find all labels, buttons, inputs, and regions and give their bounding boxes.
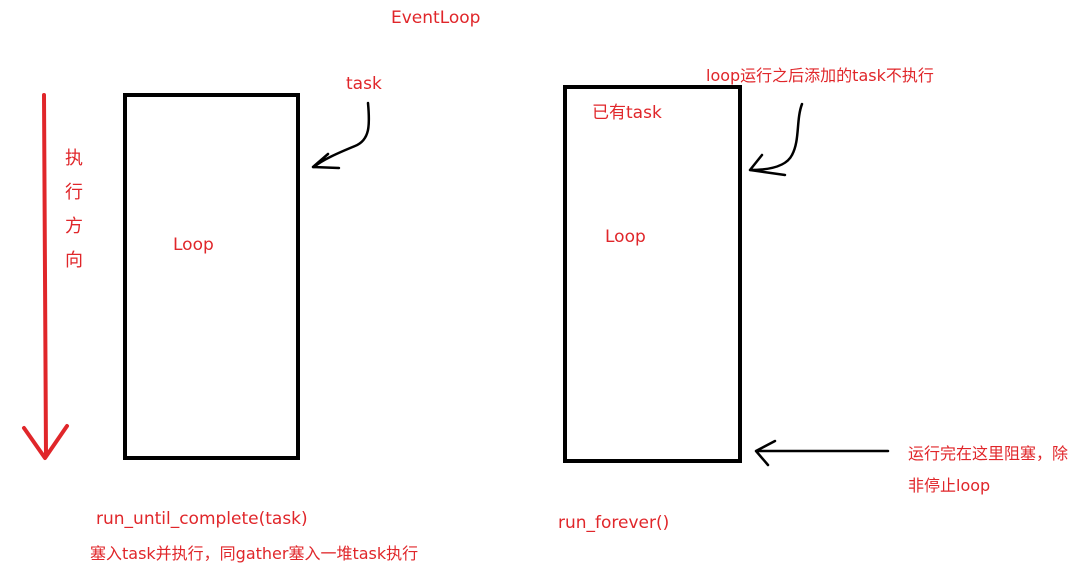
left-task-arrow	[311, 101, 371, 170]
right-blocking-arrow	[754, 439, 890, 467]
right-late-task-arrow	[748, 102, 804, 177]
left-task-label: task	[346, 74, 382, 94]
left-loop-label: Loop	[173, 235, 214, 255]
left-method-label: run_until_complete(task)	[96, 509, 308, 529]
right-existing-task-label: 已有task	[592, 103, 662, 123]
execution-direction-label: 执行方向	[65, 148, 83, 271]
left-description: 塞入task并执行，同gather塞入一堆task执行	[90, 544, 419, 563]
left-loop-box	[123, 93, 300, 460]
right-blocking-note-line2: 非停止loop	[908, 476, 991, 495]
right-loop-label: Loop	[605, 227, 646, 247]
right-method-label: run_forever()	[558, 513, 670, 533]
right-loop-box	[563, 85, 742, 463]
right-blocking-note-line1: 运行完在这里阻塞，除	[908, 444, 1069, 463]
page-title: EventLoop	[391, 8, 481, 28]
execution-direction-arrow	[22, 93, 69, 460]
right-late-task-note: loop运行之后添加的task不执行	[706, 66, 934, 85]
